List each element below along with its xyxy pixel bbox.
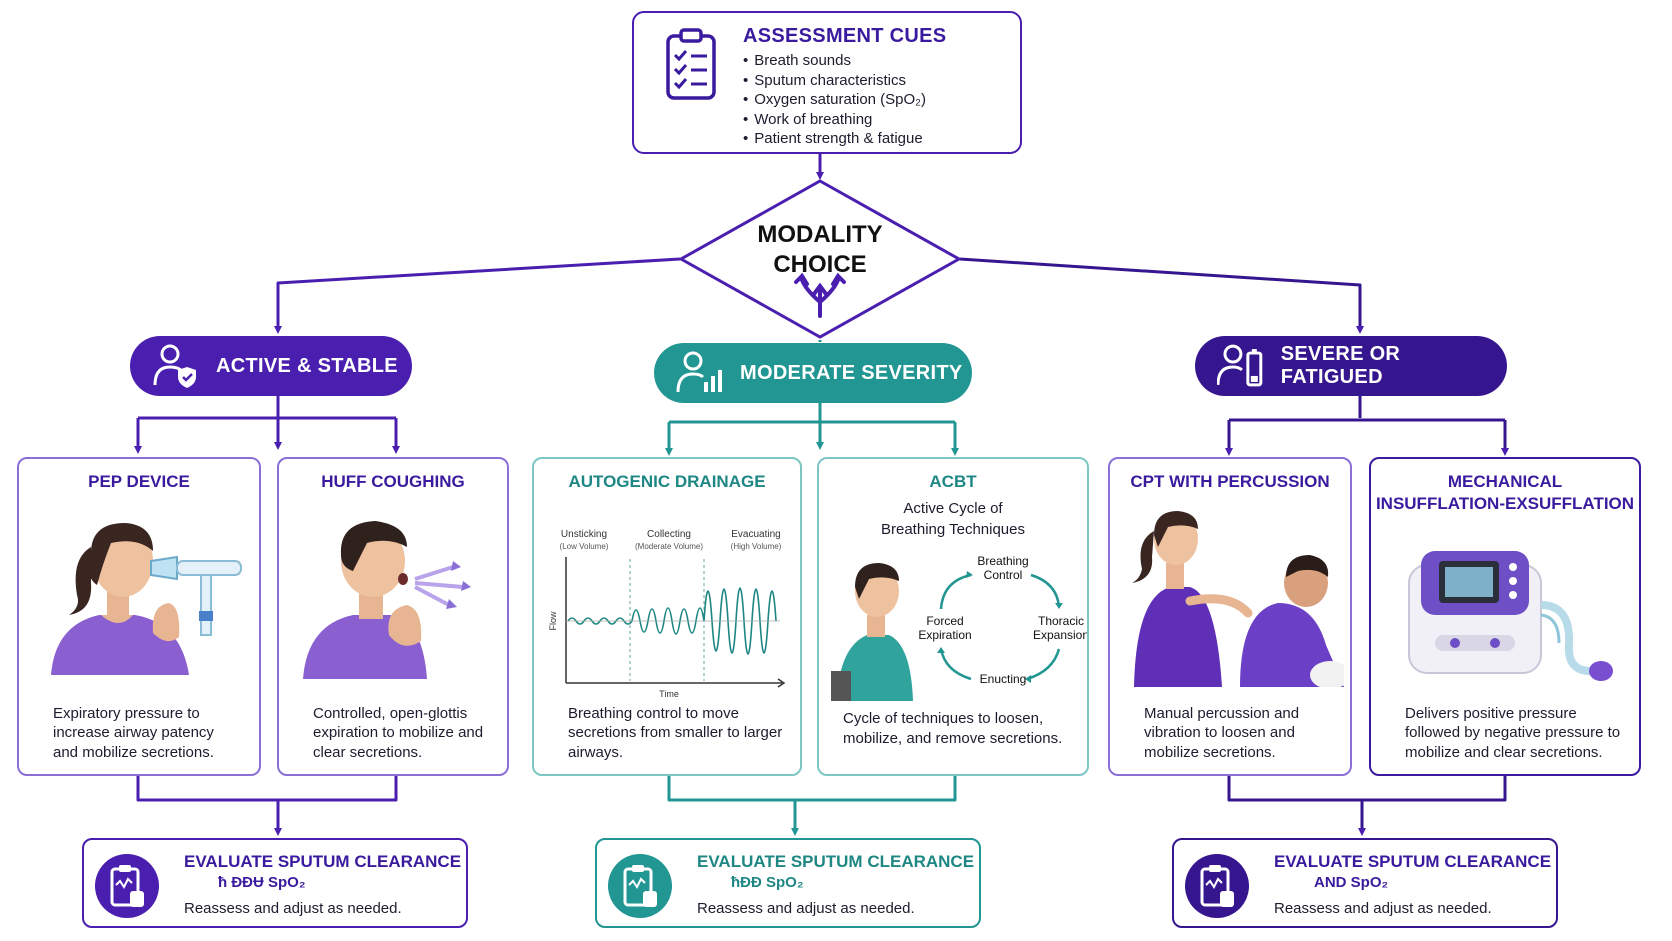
card-title: AUTOGENIC DRAINAGE [568,472,766,491]
card-mechanical-insufflation: MECHANICAL INSUFFLATION-EXSUFFLATION Del… [1369,457,1641,776]
evaluate-line2: AND SpO₂ [1314,874,1389,891]
evaluate-title: EVALUATE SPUTUM CLEARANCE [184,852,462,871]
cough-assist-device-illustration [1408,551,1613,681]
modality-choice-label: MODALITY CHOICE [720,220,920,280]
cycle-step-left-2: Expiration [918,628,971,642]
card-title: PEP DEVICE [88,472,190,491]
card-subtitle: Active Cycle of Breathing Techniques [819,499,1087,540]
cycle-step-top-2: Control [984,568,1023,582]
card-description: Controlled, open-glottis expiration to m… [313,704,484,761]
assessment-cues-box: ASSESSMENT CUES Breath sounds Sputum cha… [632,11,1022,154]
pep-device-illustration [51,523,242,675]
cpt-percussion-illustration [1132,511,1344,687]
cycle-step-top: Breathing [977,554,1028,568]
modality-choice-diamond [678,179,962,339]
category-active-label: ACTIVE & STABLE [216,354,398,377]
card-title: MECHANICAL INSUFFLATION-EXSUFFLATION [1371,471,1639,515]
evaluate-box-severe: EVALUATE SPUTUM CLEARANCE AND SpO₂ Reass… [1172,838,1558,928]
user-shield-icon [153,344,196,388]
branch-arrows-icon [794,272,846,318]
subtitle-line2: Breathing Techniques [881,520,1025,538]
cycle-step-bottom: Enucting [980,672,1027,686]
cycle-step-left: Forced [926,614,963,628]
card-cpt-percussion: CPT WITH PERCUSSION Manual percussion an… [1108,457,1352,776]
phase-label: Unsticking [561,529,607,540]
phase-note: (Low Volume) [560,542,609,551]
card-title-line1: MECHANICAL [1447,472,1563,491]
category-severe-fatigued: SEVERE OR FATIGUED [1195,336,1507,396]
huff-coughing-illustration [303,521,471,679]
assessment-cue: Work of breathing [743,110,926,130]
subtitle-line1: Active Cycle of [903,500,1003,517]
category-moderate-severity: MODERATE SEVERITY [654,343,972,403]
category-active-stable: ACTIVE & STABLE [130,336,412,396]
evaluate-note: Reassess and adjust as needed. [1274,900,1492,917]
card-acbt: ACBT Active Cycle of Breathing Technique… [817,457,1089,776]
card-pep-device: PEP DEVICE Expiratory pressure to increa… [17,457,261,776]
cycle-step-right: Thoracic [1038,614,1084,628]
card-description: Delivers positive pressure followed by n… [1405,704,1621,761]
assessment-cue: Sputum characteristics [743,71,926,91]
card-description: Expiratory pressure to increase airway p… [53,704,214,761]
evaluate-title: EVALUATE SPUTUM CLEARANCE [1274,852,1552,871]
evaluate-line2: ħÐÐ SpO₂ [731,874,804,891]
card-autogenic-drainage: AUTOGENIC DRAINAGE Unsticking (Low Volum… [532,457,802,776]
acbt-cycle-illustration: Breathing Control Forced Expiration Thor… [831,554,1087,701]
clipboard-chart-icon [608,854,672,918]
card-title: HUFF COUGHING [321,472,465,491]
evaluate-note: Reassess and adjust as needed. [697,900,915,917]
phase-label: Evacuating [731,529,780,540]
cycle-step-right-2: Expansion [1033,628,1087,642]
category-severe-label: SEVERE OR FATIGUED [1280,343,1401,388]
card-title-line2: INSUFFLATION-EXSUFFLATION [1375,494,1635,513]
user-low-battery-icon [1217,344,1263,387]
modality-title-line2: CHOICE [773,251,867,278]
chart-ylabel: Flow [548,611,558,631]
user-chart-icon [676,351,722,393]
card-huff-coughing: HUFF COUGHING Controlled, open-glottis e… [277,457,509,776]
evaluate-note: Reassess and adjust as needed. [184,900,402,917]
category-moderate-label: MODERATE SEVERITY [740,361,963,384]
phase-note: (Moderate Volume) [635,542,703,551]
autogenic-flow-chart: Unsticking (Low Volume) Collecting (Mode… [548,529,786,699]
chart-xlabel: Time [659,689,679,699]
clipboard-checklist-icon [666,28,716,100]
assessment-cue: Breath sounds [743,51,926,71]
assessment-cue: Oxygen saturation (SpO₂) [743,90,926,110]
evaluate-box-moderate: EVALUATE SPUTUM CLEARANCE ħÐÐ SpO₂ Reass… [595,838,981,928]
card-description: Breathing control to move secretions fro… [568,704,783,761]
evaluate-line2: ħ ÐÐɄ SpO₂ [218,874,306,891]
assessment-cue: Patient strength & fatigue [743,129,926,149]
card-description: Manual percussion and vibration to loose… [1144,704,1300,761]
card-title: ACBT [929,472,977,491]
clipboard-chart-icon [1185,854,1249,918]
phase-note: (High Volume) [731,542,782,551]
evaluate-title: EVALUATE SPUTUM CLEARANCE [697,852,975,871]
clipboard-chart-icon [95,854,159,918]
evaluate-box-active: EVALUATE SPUTUM CLEARANCE ħ ÐÐɄ SpO₂ Rea… [82,838,468,928]
modality-title-line1: MODALITY [757,221,883,248]
phase-label: Collecting [647,529,691,540]
card-title: CPT WITH PERCUSSION [1130,472,1330,491]
assessment-cue-list: Breath sounds Sputum characteristics Oxy… [743,51,926,149]
card-description: Cycle of techniques to loosen, mobilize,… [843,710,1063,747]
assessment-title: ASSESSMENT CUES [743,25,947,47]
